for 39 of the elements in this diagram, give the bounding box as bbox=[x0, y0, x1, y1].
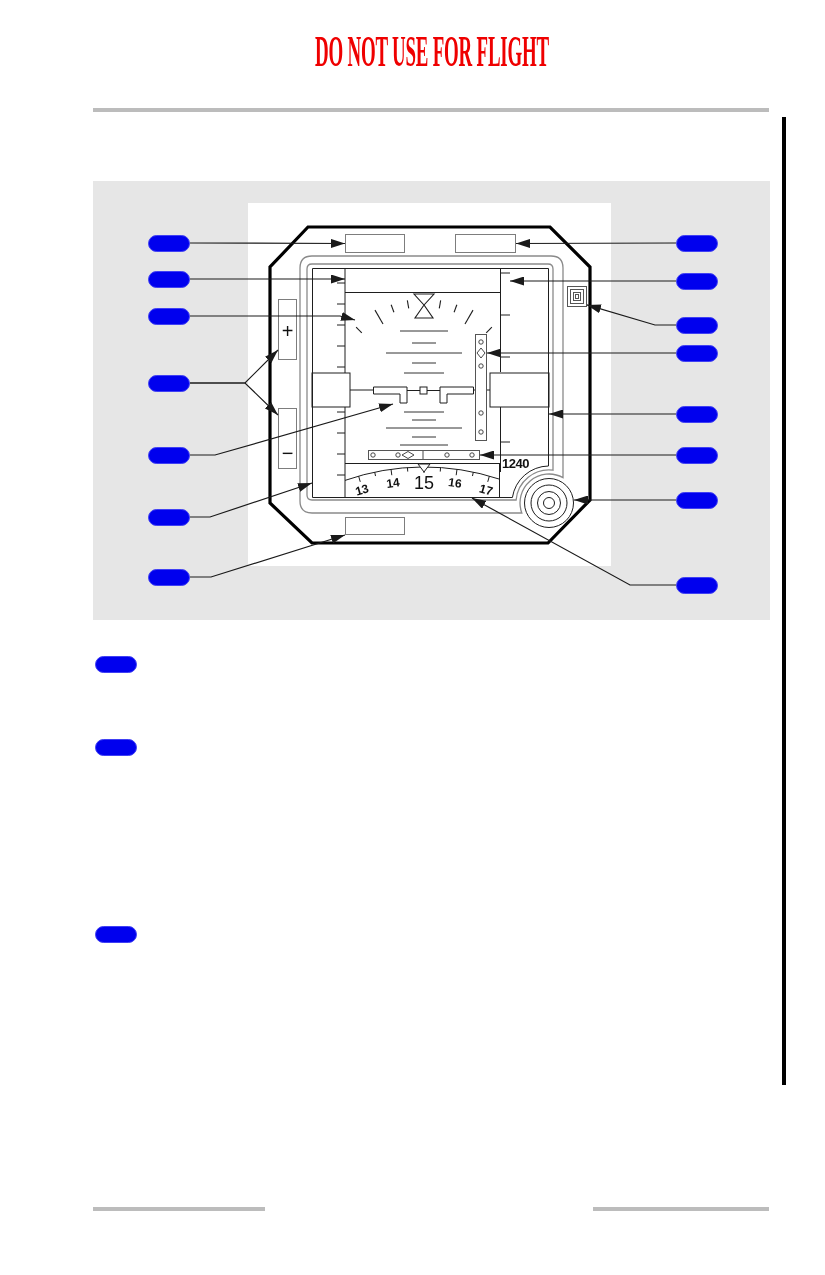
warning-text: DO NOT USE FOR FLIGHT bbox=[315, 30, 549, 74]
leader-line bbox=[515, 238, 677, 248]
sensor-icon bbox=[567, 286, 587, 307]
leader-line bbox=[586, 304, 677, 326]
heading-scale bbox=[345, 463, 500, 498]
leader-line bbox=[479, 450, 677, 460]
leader-line bbox=[548, 409, 677, 419]
leader-line bbox=[189, 238, 346, 248]
altitude-readout: 1240 bbox=[502, 458, 529, 470]
callout-pill bbox=[95, 655, 137, 673]
heading-number: 15 bbox=[414, 474, 434, 492]
minus-sign: − bbox=[280, 443, 295, 463]
leader-line bbox=[189, 274, 346, 284]
heading-number: 14 bbox=[385, 476, 401, 490]
aircraft-symbol bbox=[373, 386, 474, 404]
lateral-deviation-scale bbox=[368, 450, 480, 460]
plus-sign: + bbox=[280, 321, 295, 341]
tape-scale bbox=[500, 268, 510, 372]
heading-number: 17 bbox=[477, 481, 494, 498]
heading-number: 13 bbox=[354, 481, 371, 498]
leader-line bbox=[189, 382, 279, 416]
leader-line bbox=[471, 497, 677, 586]
roll-scale bbox=[355, 293, 492, 334]
callout-pill bbox=[95, 925, 137, 943]
leader-line bbox=[189, 534, 346, 578]
leader-line bbox=[189, 482, 313, 518]
callout-pill bbox=[95, 738, 137, 756]
heading-number: 16 bbox=[447, 476, 463, 490]
display-screen bbox=[312, 268, 549, 498]
bezel-key bbox=[278, 299, 297, 360]
leader-line bbox=[486, 348, 677, 358]
leader-line bbox=[509, 276, 677, 286]
leader-line bbox=[573, 495, 677, 505]
bezel-key bbox=[278, 408, 297, 469]
annunciator-window bbox=[345, 517, 405, 535]
annunciator-window bbox=[345, 234, 405, 253]
annunciator-window bbox=[455, 234, 516, 253]
leader-line bbox=[189, 403, 394, 456]
leader-line bbox=[189, 312, 356, 321]
